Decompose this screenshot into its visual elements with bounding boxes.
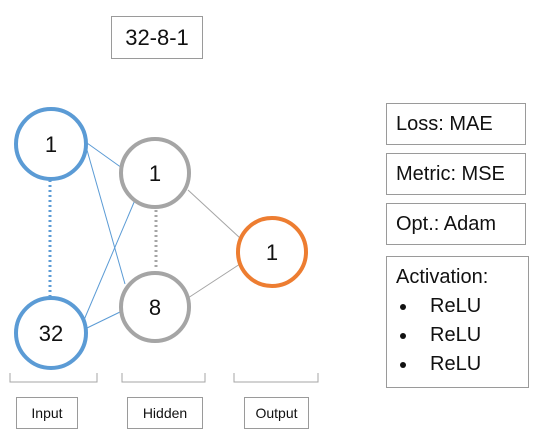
hidden-layer-label: Hidden <box>127 397 203 429</box>
input-node-top-label: 1 <box>45 132 57 157</box>
edge-hidden1-output <box>187 189 241 239</box>
input-node-bottom-label: 32 <box>39 321 63 346</box>
activation-item: ReLU <box>396 321 528 350</box>
bullet-icon <box>400 303 406 310</box>
edge-hidden8-output <box>187 263 241 299</box>
activation-list: ReLU ReLU ReLU <box>396 292 528 379</box>
edge-input32-hidden8 <box>86 311 121 329</box>
activation-item: ReLU <box>396 350 528 379</box>
activation-item-label: ReLU <box>430 324 482 346</box>
metric-box: Metric: MSE <box>386 153 526 195</box>
activation-title: Activation: <box>396 266 489 288</box>
input-layer-label: Input <box>16 397 78 429</box>
input-node-top <box>14 107 88 181</box>
activation-item-label: ReLU <box>430 353 482 375</box>
output-layer-label: Output <box>244 397 309 429</box>
loss-box: Loss: MAE <box>386 103 526 145</box>
hidden-bracket <box>121 373 206 383</box>
hidden-node-top <box>119 137 191 209</box>
edge-input32-hidden1 <box>83 199 136 321</box>
activation-box: Activation: ReLU ReLU ReLU <box>386 256 529 388</box>
output-node-label: 1 <box>266 240 278 265</box>
activation-item-label: ReLU <box>430 295 482 317</box>
output-node <box>236 216 308 288</box>
edge-input1-hidden1 <box>86 142 123 169</box>
optimizer-box: Opt.: Adam <box>386 203 526 245</box>
network-title: 32-8-1 <box>111 16 203 59</box>
hidden-node-bottom-label: 8 <box>149 295 161 320</box>
hidden-node-top-label: 1 <box>149 161 161 186</box>
input-bracket <box>9 373 98 383</box>
hidden-node-bottom <box>119 271 191 343</box>
bullet-icon <box>400 332 406 339</box>
input-node-bottom <box>14 296 88 370</box>
activation-item: ReLU <box>396 292 528 321</box>
output-bracket <box>233 373 319 383</box>
bullet-icon <box>400 361 406 368</box>
edge-input1-hidden8 <box>86 149 126 285</box>
